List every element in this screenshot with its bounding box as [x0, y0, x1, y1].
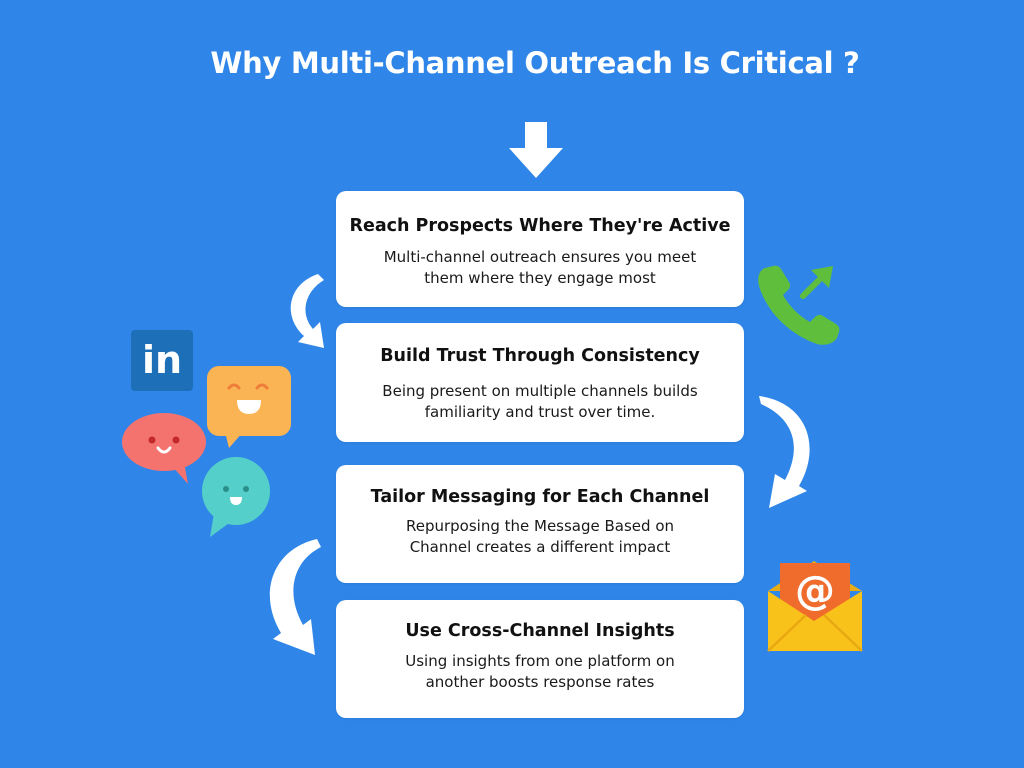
- card-text-line: them where they engage most: [424, 269, 656, 287]
- curved-arrow-icon: [290, 274, 324, 348]
- linkedin-icon: in: [131, 330, 193, 391]
- card-text-line: Being present on multiple channels build…: [382, 382, 698, 400]
- card-text-line: Using insights from one platform on: [405, 652, 675, 670]
- card-text-line: another boosts response rates: [425, 673, 655, 691]
- curved-arrow-icon: [269, 539, 321, 655]
- phone-icon: [758, 265, 840, 345]
- card-reach-prospects: Reach Prospects Where They're Active Mul…: [336, 191, 744, 307]
- smiling-chat-bubble-icon: [207, 366, 291, 448]
- card-tailor-messaging: Tailor Messaging for Each Channel Repurp…: [336, 465, 744, 583]
- teal-chat-bubble-icon: [202, 457, 270, 537]
- card-text-line: familiarity and trust over time.: [424, 403, 656, 421]
- page-title: Why Multi-Channel Outreach Is Critical ?: [210, 46, 860, 80]
- card-build-trust: Build Trust Through Consistency Being pr…: [336, 323, 744, 442]
- card-text-line: Repurposing the Message Based on: [405, 517, 675, 535]
- linkedin-icon-text: in: [141, 338, 183, 382]
- at-symbol: @: [795, 568, 835, 614]
- happy-chat-bubble-icon: [122, 413, 206, 484]
- curved-arrow-icon: [759, 396, 810, 508]
- card-heading: Use Cross-Channel Insights: [405, 621, 675, 641]
- card-heading: Tailor Messaging for Each Channel: [370, 487, 710, 507]
- down-arrow-icon: [509, 122, 563, 178]
- card-text-line: Channel creates a different impact: [409, 538, 671, 556]
- card-cross-channel: Use Cross-Channel Insights Using insight…: [336, 600, 744, 718]
- card-heading: Reach Prospects Where They're Active: [349, 216, 731, 236]
- email-envelope-icon: [767, 561, 863, 652]
- card-heading: Build Trust Through Consistency: [380, 346, 700, 366]
- card-text-line: Multi-channel outreach ensures you meet: [383, 248, 697, 266]
